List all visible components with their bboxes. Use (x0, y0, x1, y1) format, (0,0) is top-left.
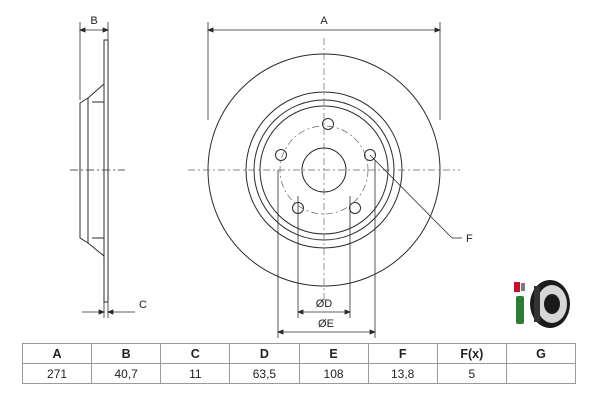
side-view-disc-face (103, 39, 109, 303)
spec-header-f: F (367, 343, 438, 364)
spec-value-b: 40,7 (91, 363, 162, 384)
spec-header-c: C (160, 343, 231, 364)
dimension-b (78, 22, 110, 100)
leader-f-label: F (466, 233, 473, 245)
bolt-hole (364, 149, 376, 161)
side-view-hub-profile (79, 83, 105, 257)
side-view (70, 39, 125, 303)
spec-header-e: E (298, 343, 369, 364)
spec-header-a: A (21, 343, 93, 364)
bolt-hole (275, 149, 287, 161)
disc-type-icon (514, 280, 570, 328)
dimension-a (206, 22, 442, 120)
spec-value-a: 271 (21, 363, 93, 384)
spec-value-d: 63,5 (229, 363, 300, 384)
bolt-hole (349, 202, 361, 214)
dimension-c-label: C (139, 299, 147, 311)
dimension-c (82, 302, 135, 318)
spec-header-b: B (91, 343, 162, 364)
bolt-hole (322, 118, 334, 130)
spec-table: A B C D E F F(x) G 271 40,7 11 63,5 108 … (21, 343, 577, 384)
technical-drawing: B C A F (70, 15, 570, 338)
spec-header-fx: F(x) (436, 343, 507, 364)
spec-header-g: G (505, 343, 577, 364)
dimension-e-label: ØE (318, 318, 334, 330)
dimension-d-label: ØD (316, 298, 333, 310)
front-view-centerlines (188, 38, 460, 300)
spec-value-fx: 5 (436, 363, 507, 384)
spec-table-value-row: 271 40,7 11 63,5 108 13,8 5 (21, 363, 577, 384)
dimension-d (296, 196, 352, 318)
spec-value-c: 11 (160, 363, 231, 384)
spec-header-d: D (229, 343, 300, 364)
spec-value-f: 13,8 (367, 363, 438, 384)
dimension-b-label: B (90, 15, 97, 27)
spec-value-e: 108 (298, 363, 369, 384)
spec-table-header-row: A B C D E F F(x) G (21, 343, 577, 364)
spec-value-g (505, 363, 577, 384)
dimension-a-label: A (320, 15, 328, 27)
leader-f (369, 154, 462, 239)
dimension-e (276, 160, 377, 338)
